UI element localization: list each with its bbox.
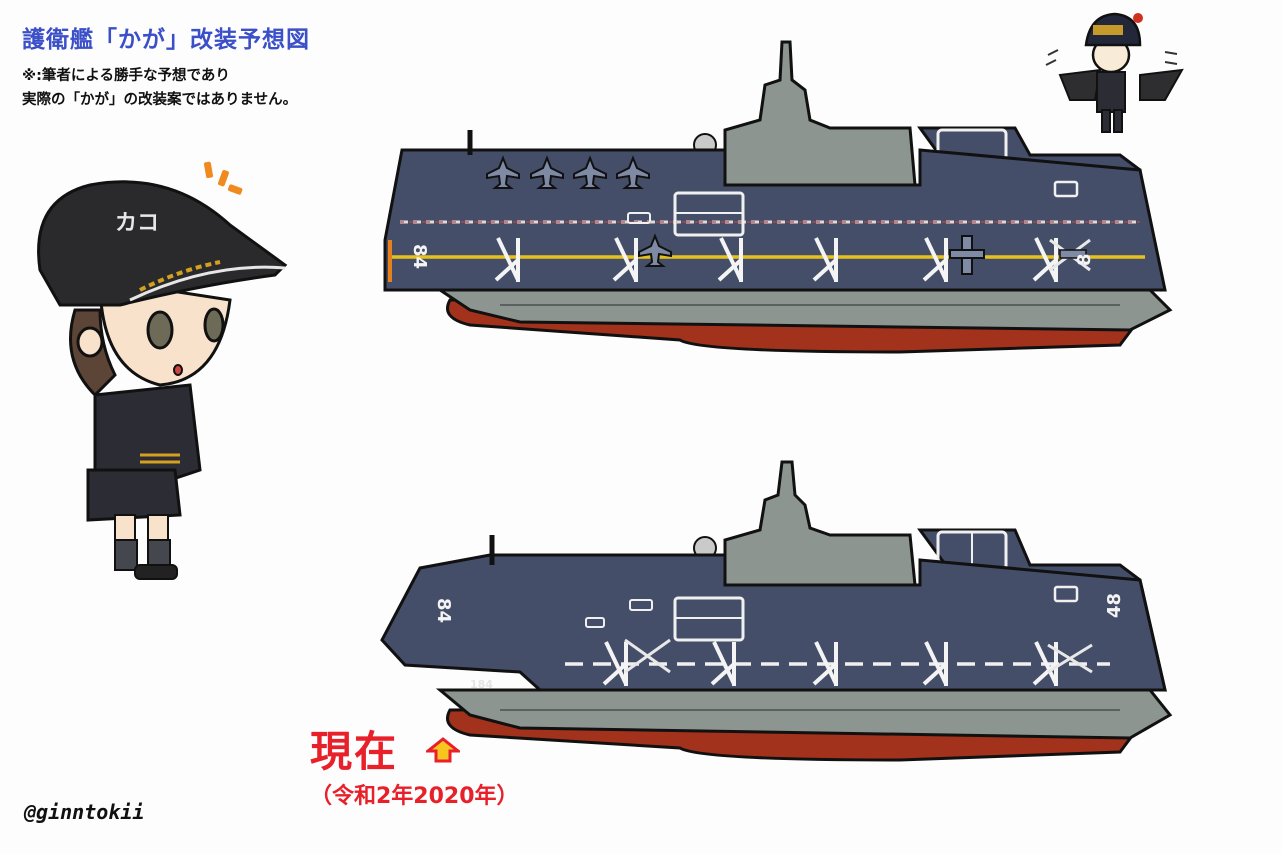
surprise-marks-icon: [203, 161, 243, 195]
island: [723, 460, 917, 587]
current-caption-date: （令和2年2020年）: [310, 784, 519, 809]
ship-current: 84 48 184: [380, 460, 1173, 762]
deck-number-bow: 84: [409, 244, 430, 269]
disclaimer-line-1: ※:筆者による勝手な予想であり: [22, 68, 230, 84]
island: [723, 40, 917, 187]
svg-text:カコ: カコ: [115, 211, 159, 236]
hull-number: 184: [470, 678, 493, 691]
helicopter-icon: [624, 638, 671, 674]
helicopter-icon: [1049, 238, 1091, 272]
author-credit: @ginntokii: [24, 800, 145, 824]
up-arrow-icon: [426, 737, 460, 763]
mv22-icon: [949, 235, 985, 275]
svg-text:48: 48: [1104, 593, 1125, 618]
page-title: 護衛艦「かが」改装予想図: [22, 27, 310, 53]
svg-text:8: 8: [1074, 253, 1095, 266]
flight-deck: [380, 553, 1167, 692]
helicopter-icon: [1047, 643, 1093, 674]
deck-number-bow: 84: [433, 598, 454, 623]
character-winged: [1045, 12, 1184, 133]
ship-predicted: 84 8: [383, 40, 1173, 354]
disclaimer-line-2: 実際の「かが」の改装案ではありません。: [22, 92, 298, 108]
current-caption: 現在: [310, 727, 399, 776]
character-officer: カコ: [37, 161, 288, 580]
